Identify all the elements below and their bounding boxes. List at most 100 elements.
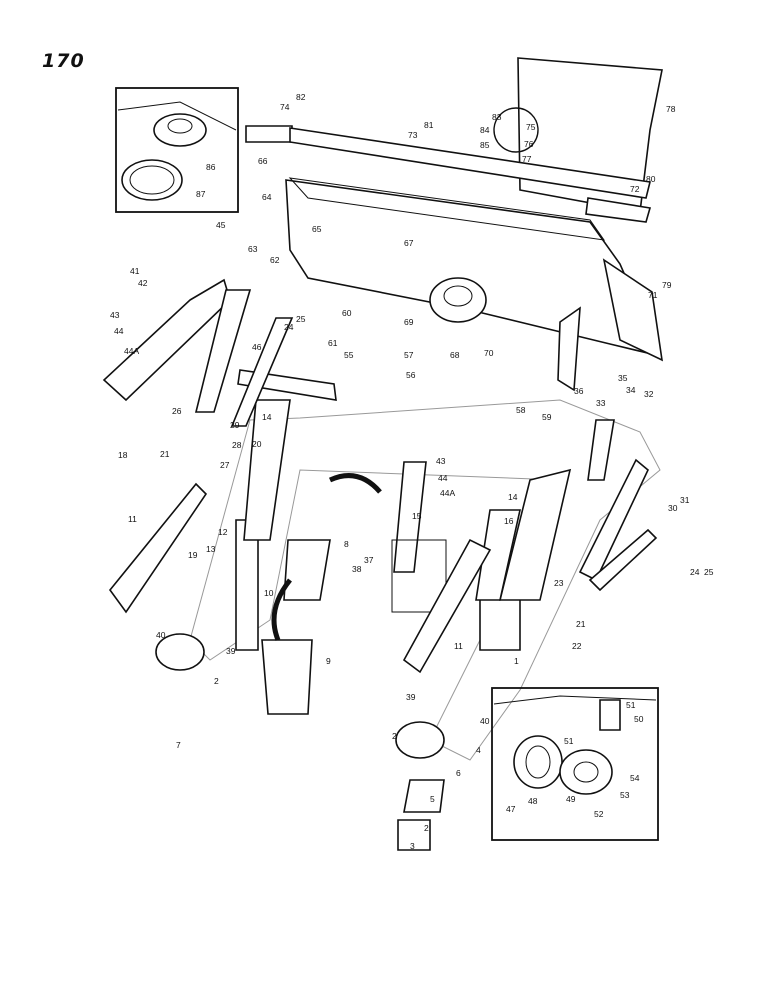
callout-label: 26: [172, 406, 182, 416]
callout-label: 44A: [124, 346, 139, 356]
callout-label: 10: [264, 588, 274, 598]
callout-label: 40: [480, 716, 490, 726]
callout-label: 78: [666, 104, 676, 114]
callout-label: 43: [110, 310, 120, 320]
callout-label: 16: [504, 516, 514, 526]
inset-right: [491, 687, 659, 841]
callout-label: 21: [576, 619, 586, 629]
callout-label: 13: [206, 544, 216, 554]
callout-label: 6: [456, 768, 461, 778]
callout-label: 4: [476, 745, 481, 755]
callout-label: 11: [128, 514, 137, 524]
callout-label: 21: [160, 449, 170, 459]
callout-label: 14: [262, 412, 272, 422]
callout-label: 73: [408, 130, 418, 140]
callout-label: 2: [214, 676, 219, 686]
inset-left: [115, 87, 239, 213]
callout-label: 69: [404, 317, 414, 327]
callout-label: 35: [618, 373, 628, 383]
callout-label: 1: [514, 656, 519, 666]
callout-label: 32: [644, 389, 654, 399]
callout-label: 85: [480, 140, 490, 150]
callout-label: 29: [230, 420, 240, 430]
callout-label: 44A: [440, 488, 455, 498]
callout-label: 72: [630, 184, 640, 194]
callout-label: 45: [216, 220, 226, 230]
callout-label: 42: [138, 278, 148, 288]
callout-label: 39: [226, 646, 236, 656]
callout-label: 50: [634, 714, 644, 724]
callout-label: 39: [406, 692, 416, 702]
callout-label: 51: [626, 700, 636, 710]
page-number: 170: [42, 50, 85, 72]
callout-label: 80: [646, 174, 656, 184]
callout-label: 82: [296, 92, 306, 102]
callout-label: 51: [564, 736, 574, 746]
callout-label: 28: [232, 440, 242, 450]
callout-label: 63: [248, 244, 258, 254]
callout-label: 20: [252, 439, 262, 449]
callout-label: 87: [196, 189, 206, 199]
callout-label: 62: [270, 255, 280, 265]
callout-label: 84: [480, 125, 490, 135]
callout-label: 18: [118, 450, 128, 460]
callout-label: 40: [156, 630, 166, 640]
callout-label: 57: [404, 350, 414, 360]
callout-label: 75: [526, 122, 536, 132]
callout-label: 49: [566, 794, 576, 804]
callout-label: 5: [430, 794, 435, 804]
callout-label: 36: [574, 386, 584, 396]
callout-label: 2: [424, 823, 429, 833]
callout-label: 33: [596, 398, 606, 408]
callout-label: 41: [130, 266, 140, 276]
callout-label: 2: [392, 731, 397, 741]
callout-label: 53: [620, 790, 630, 800]
callout-label: 58: [516, 405, 526, 415]
callout-label: 76: [524, 139, 534, 149]
callout-label: 24: [284, 322, 294, 332]
callout-label: 67: [404, 238, 414, 248]
callout-label: 30: [668, 503, 678, 513]
callout-label: 44: [114, 326, 124, 336]
callout-label: 61: [328, 338, 338, 348]
callout-label: 55: [344, 350, 354, 360]
callout-label: 7: [176, 740, 181, 750]
callout-label: 11: [454, 641, 463, 651]
callout-label: 25: [704, 567, 714, 577]
callout-label: 27: [220, 460, 230, 470]
callout-label: 60: [342, 308, 352, 318]
callout-label: 8: [344, 539, 349, 549]
callout-label: 48: [528, 796, 538, 806]
callout-label: 68: [450, 350, 460, 360]
callout-label: 34: [626, 385, 636, 395]
callout-label: 47: [506, 804, 516, 814]
callout-label: 38: [352, 564, 362, 574]
callout-label: 77: [522, 154, 532, 164]
callout-label: 9: [326, 656, 331, 666]
c-frame: [102, 278, 661, 851]
callout-label: 71: [648, 290, 658, 300]
callout-label: 19: [188, 550, 198, 560]
callout-label: 79: [662, 280, 672, 290]
callout-labels: 82 74 81 73 83 75 84 76 85 77 78 80 72 7…: [110, 92, 714, 851]
callout-label: 86: [206, 162, 216, 172]
callout-label: 3: [410, 841, 415, 851]
callout-label: 15: [412, 511, 422, 521]
callout-label: 74: [280, 102, 290, 112]
callout-label: 44: [438, 473, 448, 483]
callout-label: 25: [296, 314, 306, 324]
callout-label: 59: [542, 412, 552, 422]
callout-label: 23: [554, 578, 564, 588]
dozer-blade: [245, 57, 664, 392]
callout-label: 83: [492, 112, 502, 122]
callout-label: 65: [312, 224, 322, 234]
callout-label: 54: [630, 773, 640, 783]
callout-label: 52: [594, 809, 604, 819]
callout-label: 66: [258, 156, 268, 166]
callout-label: 12: [218, 527, 228, 537]
callout-label: 24: [690, 567, 700, 577]
callout-label: 56: [406, 370, 416, 380]
callout-label: 46: [252, 342, 262, 352]
callout-label: 70: [484, 348, 494, 358]
